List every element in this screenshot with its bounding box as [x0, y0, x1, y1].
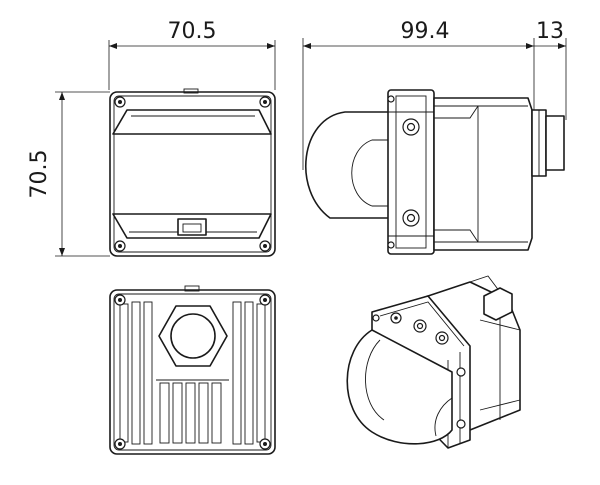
screw-icon: [114, 294, 126, 306]
screw-icon: [259, 240, 271, 252]
dimension-connector-length: 13: [534, 19, 567, 120]
dimension-front-width-label: 70.5: [168, 19, 217, 44]
dimension-connector-length-label: 13: [536, 19, 564, 44]
screw-icon: [114, 240, 126, 252]
screw-icon: [259, 294, 271, 306]
dimension-front-height: 70.5: [27, 91, 110, 257]
isometric-view: [346, 275, 521, 449]
screw-icon: [114, 438, 126, 450]
screw-icon: [259, 438, 271, 450]
dimension-side-length-label: 99.4: [401, 19, 450, 44]
side-view: [305, 89, 565, 255]
dimension-front-height-label: 70.5: [27, 150, 52, 199]
front-view: [109, 88, 276, 257]
screw-icon: [259, 96, 271, 108]
screw-icon: [114, 96, 126, 108]
rear-view: [109, 285, 276, 455]
dimension-front-width: 70.5: [108, 19, 276, 90]
cooling-fins-center: [156, 379, 229, 444]
dimension-side-length: 99.4: [302, 19, 535, 170]
